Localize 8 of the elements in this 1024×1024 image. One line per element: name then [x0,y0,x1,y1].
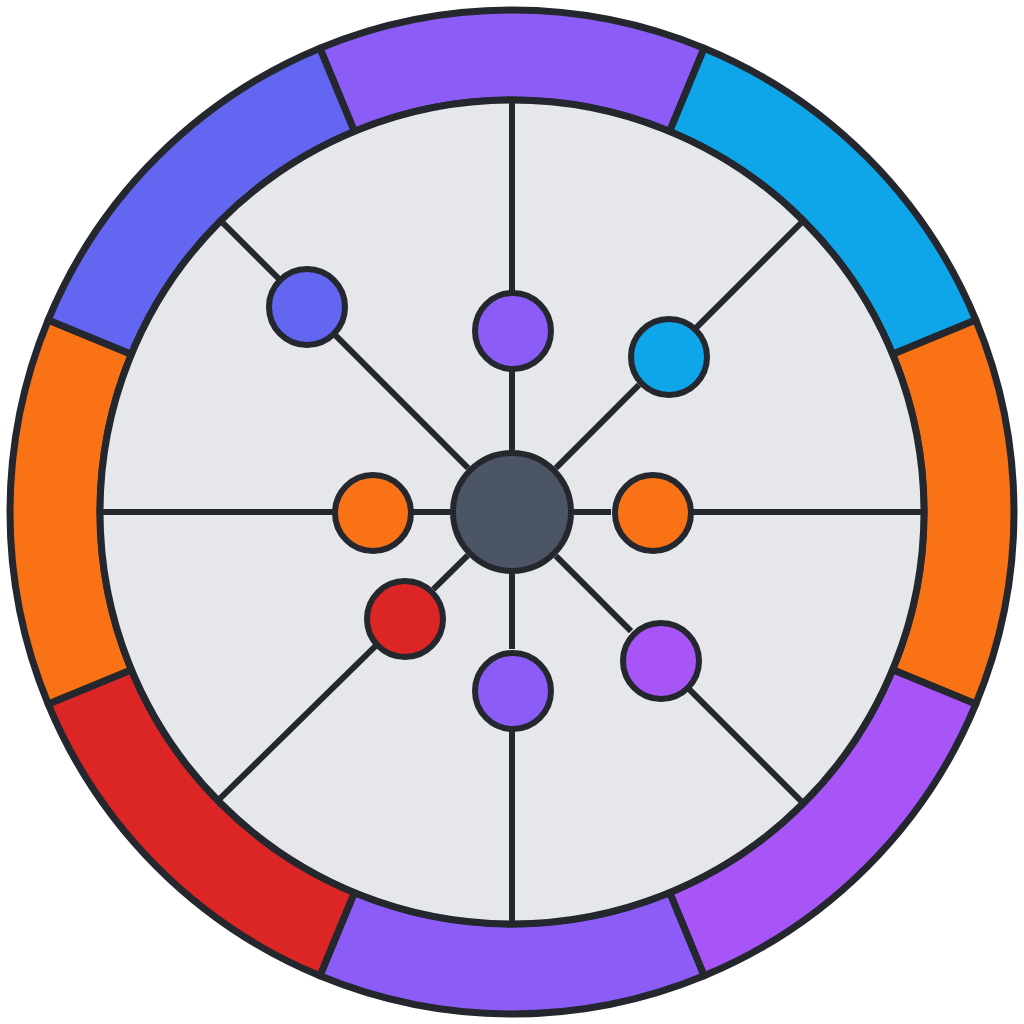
connector-line [553,553,634,634]
connector-line [332,332,471,471]
connector-line [431,553,470,592]
connector-line [509,371,515,450]
connector-line [509,574,515,649]
connector-line [413,509,450,515]
connector-line [574,509,611,515]
connector-line [553,382,642,471]
